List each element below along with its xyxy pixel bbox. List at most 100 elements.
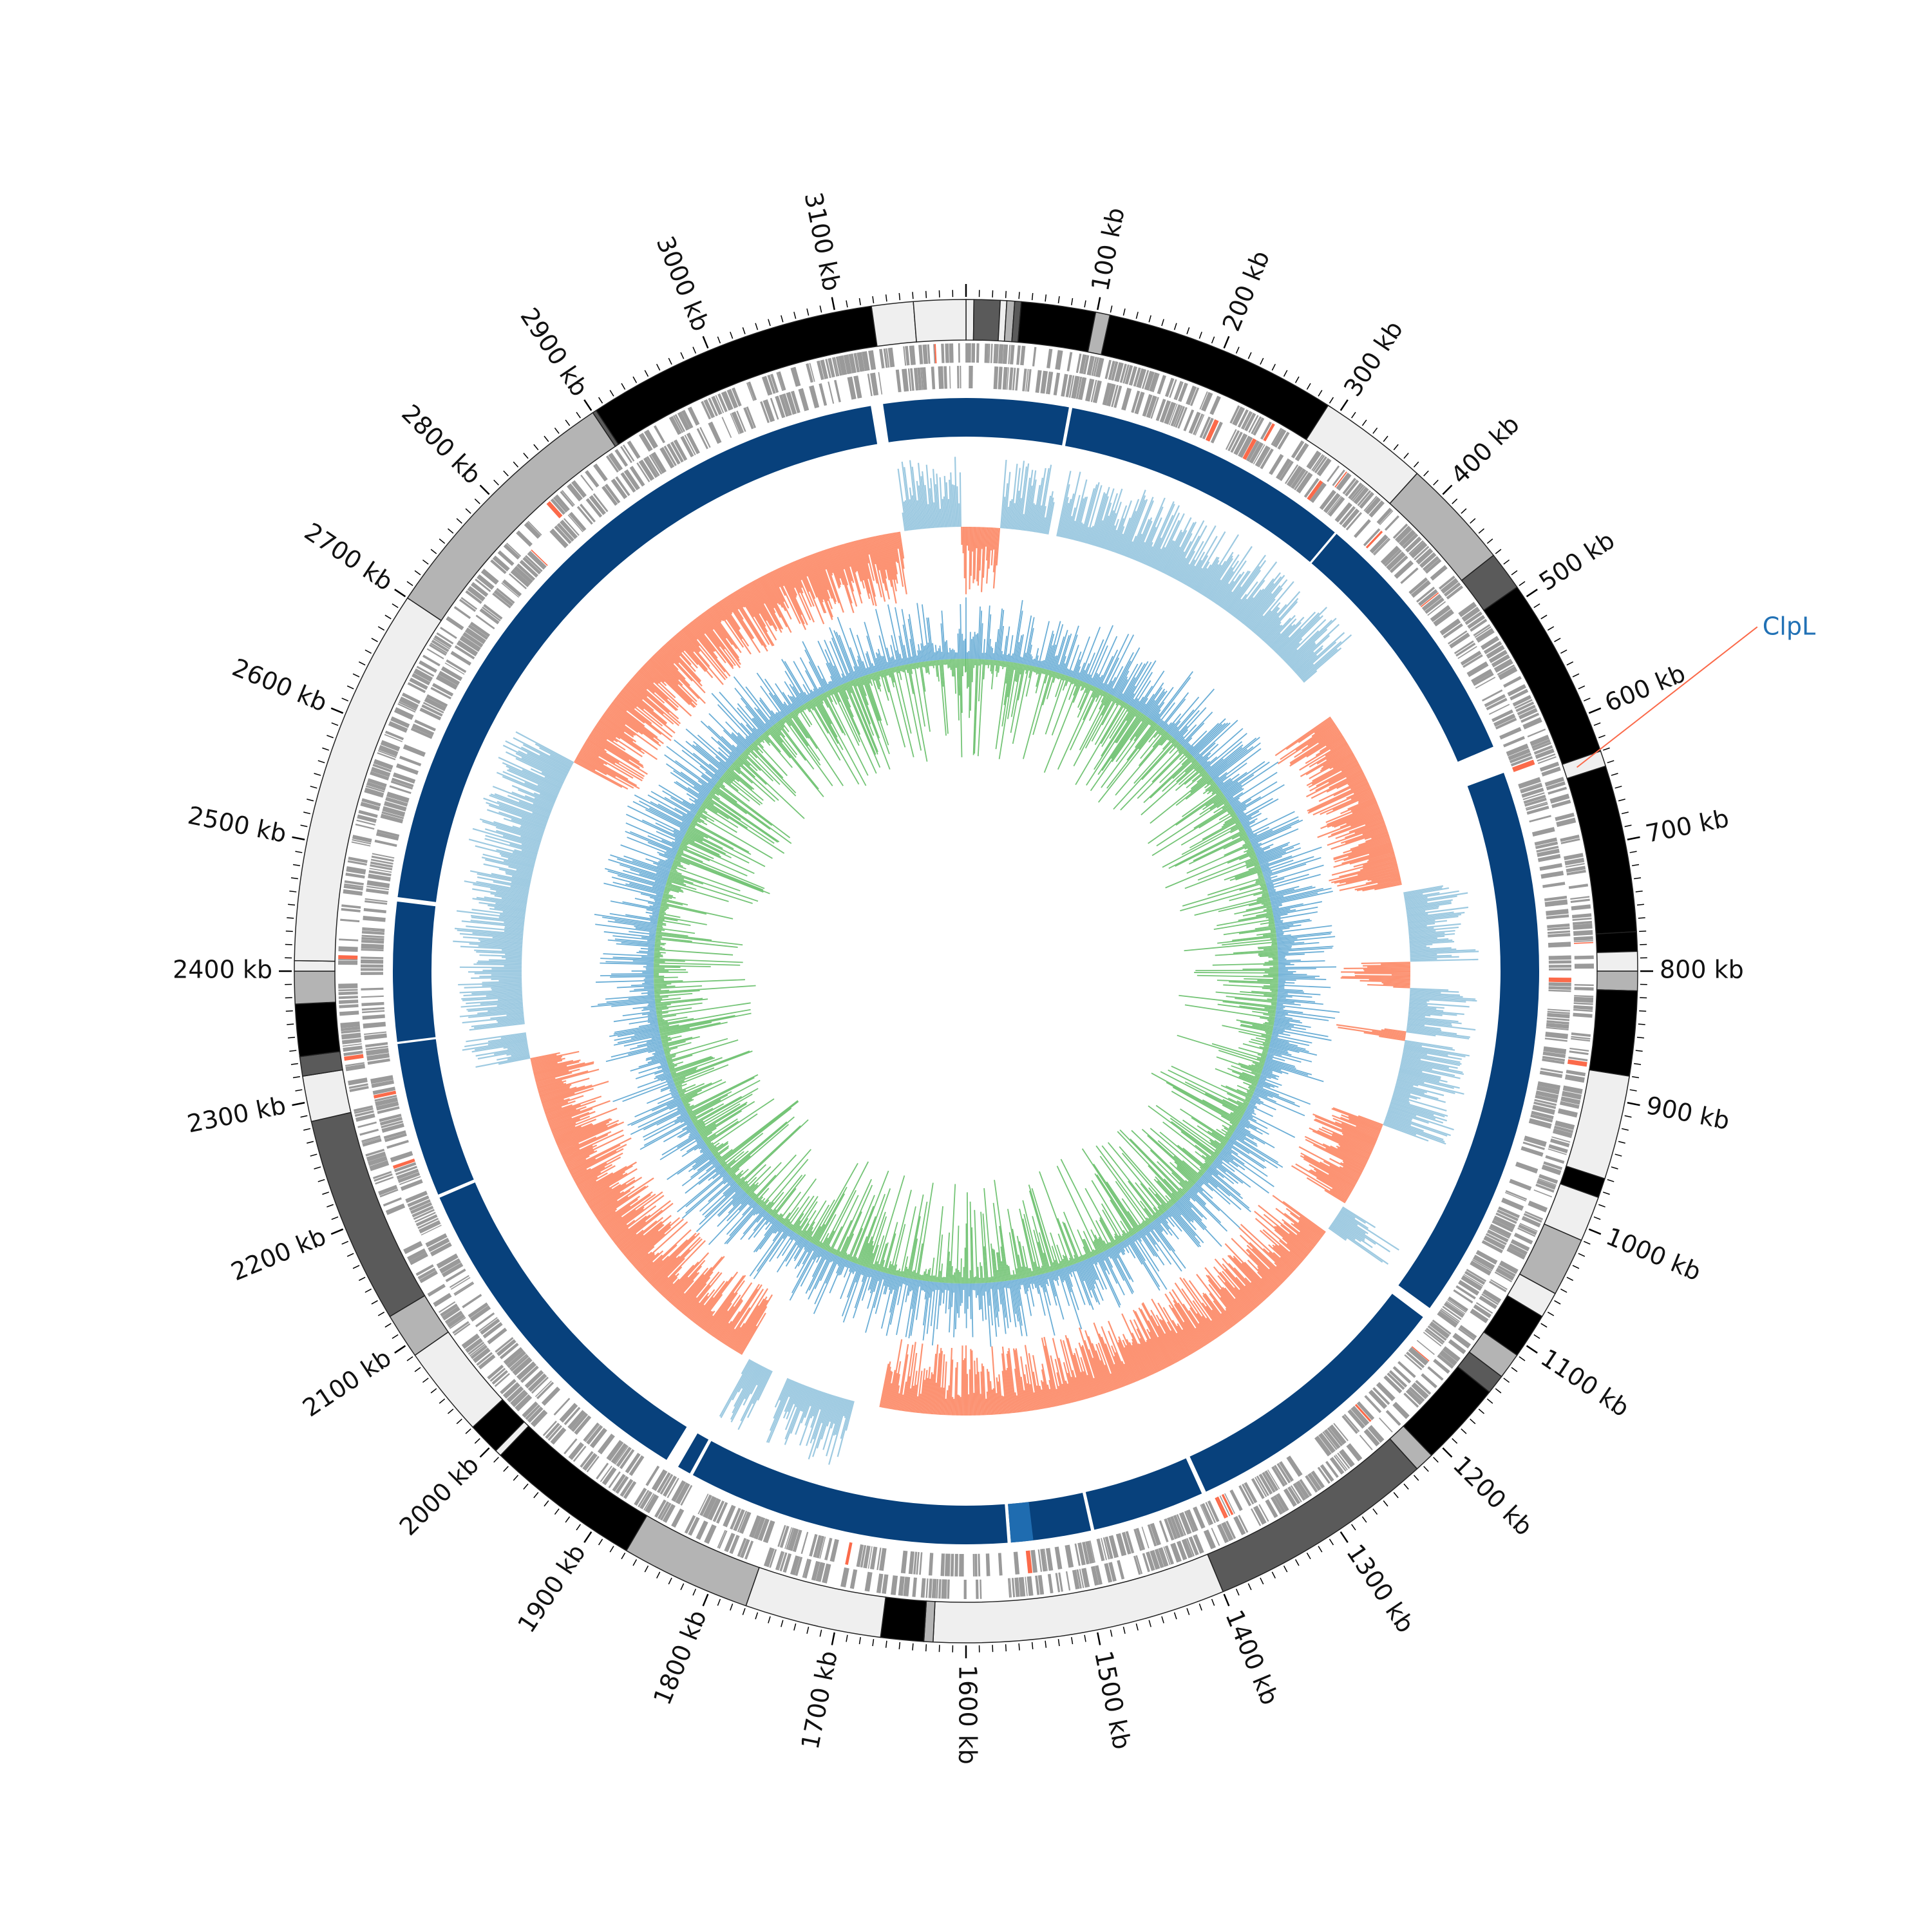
gene-feature <box>736 410 746 432</box>
skew-bar-negative <box>1364 831 1388 840</box>
gene-feature <box>1128 366 1138 386</box>
gene-feature <box>364 1033 387 1041</box>
gene-feature <box>1188 1536 1199 1556</box>
gene-feature <box>1392 523 1408 539</box>
gene-feature <box>1202 417 1214 440</box>
skew-bar-negative <box>1255 1218 1305 1260</box>
skew-bar-positive <box>795 1385 806 1408</box>
gc-bar <box>1110 1247 1134 1293</box>
gene-feature <box>369 1160 390 1171</box>
gene-feature <box>586 1425 603 1445</box>
gene-feature <box>567 483 583 502</box>
gene-feature <box>490 559 507 574</box>
skew-bar-positive <box>506 873 532 880</box>
skew-bar-negative <box>560 1136 597 1154</box>
skew-bar-negative <box>1325 742 1348 757</box>
skew-bar-negative <box>952 1399 955 1416</box>
gene-feature <box>1224 1493 1236 1514</box>
skew-bar-positive <box>498 804 548 824</box>
gene-feature <box>971 343 976 363</box>
skew-bar-negative <box>913 1343 923 1413</box>
gene-feature <box>1433 609 1454 627</box>
skew-bar-negative <box>1101 1326 1125 1387</box>
gene-feature <box>409 677 428 690</box>
skew-bar-negative <box>1080 1357 1094 1397</box>
gene-feature <box>378 744 399 757</box>
gene-feature <box>1248 415 1259 433</box>
gene-feature <box>822 1563 831 1584</box>
skew-bar-negative <box>718 601 750 647</box>
skew-bar-negative <box>601 1205 631 1227</box>
skew-bar-negative <box>565 1134 625 1164</box>
skew-bar-negative <box>851 541 866 589</box>
gene-feature <box>623 469 640 491</box>
gene-feature <box>1291 440 1305 459</box>
skew-bar-positive <box>1025 485 1033 531</box>
gene-feature <box>1473 1255 1495 1270</box>
skew-bar-negative <box>1139 1343 1155 1374</box>
skew-bar-positive <box>1199 564 1219 594</box>
gene-feature <box>1499 1260 1519 1274</box>
gene-feature <box>479 608 500 625</box>
skew-bar-positive <box>1127 535 1137 558</box>
skew-bar-negative <box>533 1065 567 1075</box>
skew-bar-positive <box>1021 514 1025 531</box>
skew-bar-positive <box>1404 1043 1423 1047</box>
skew-bar-negative <box>1150 1338 1166 1369</box>
skew-bar-positive <box>1180 540 1204 583</box>
gene-feature <box>556 522 574 542</box>
skew-bar-positive <box>1332 1220 1373 1249</box>
skew-bar-negative <box>969 1369 971 1416</box>
skew-bar-negative <box>1350 789 1372 800</box>
gene-feature <box>1408 577 1428 594</box>
skew-bar-negative <box>843 544 851 567</box>
gene-feature <box>1329 1457 1345 1475</box>
skew-bar-positive <box>462 1039 527 1051</box>
skew-bar-positive <box>833 1397 843 1424</box>
gene-feature <box>1229 1489 1243 1511</box>
skew-bar-negative <box>625 1224 665 1258</box>
skew-bar-positive <box>1394 1088 1446 1103</box>
gc-bar <box>916 655 919 663</box>
gene-feature <box>717 393 728 413</box>
skew-bar-negative <box>717 1322 730 1340</box>
gene-feature <box>550 498 566 515</box>
skew-bar-negative <box>629 679 681 724</box>
gene-feature <box>1458 601 1477 618</box>
synteny-block <box>692 1441 1008 1544</box>
skew-bar-positive <box>1081 484 1098 542</box>
gc-bar <box>769 1229 791 1262</box>
skew-bar-positive <box>1338 1212 1358 1226</box>
gc-bar <box>1120 662 1143 701</box>
gene-feature <box>887 347 895 368</box>
skew-bar-negative <box>569 1158 596 1173</box>
skew-bar-negative <box>833 546 853 604</box>
skew-bar-negative <box>1326 803 1378 826</box>
skew-bar-positive <box>1240 572 1282 623</box>
skew-bar-negative <box>1336 1145 1368 1162</box>
skew-bar-negative <box>641 667 659 685</box>
gc-bar <box>952 649 954 659</box>
skew-bar-positive <box>1338 1213 1368 1235</box>
skew-bar-negative <box>1321 1126 1374 1151</box>
skew-bar-negative <box>620 691 663 727</box>
gene-feature <box>671 1480 687 1502</box>
gc-skew-bar <box>969 659 971 718</box>
gc-bar <box>1087 625 1113 684</box>
skew-bar-negative <box>1321 750 1353 770</box>
gene-feature <box>1146 395 1157 419</box>
skew-bar-negative <box>1241 1262 1272 1295</box>
gene-feature <box>1509 1179 1532 1191</box>
contig-segment <box>913 299 967 343</box>
gene-feature <box>790 390 800 413</box>
skew-bar-negative <box>1091 1343 1110 1392</box>
gene-feature <box>371 855 394 862</box>
skew-bar-positive <box>1408 1004 1444 1009</box>
skew-bar-positive <box>521 817 546 828</box>
gene-feature <box>1571 913 1592 919</box>
skew-bar-negative <box>619 1229 644 1250</box>
skew-bar-positive <box>494 895 527 902</box>
gene-feature <box>1135 1555 1143 1575</box>
gene-feature <box>1318 1432 1336 1454</box>
gene-feature <box>1164 401 1177 425</box>
